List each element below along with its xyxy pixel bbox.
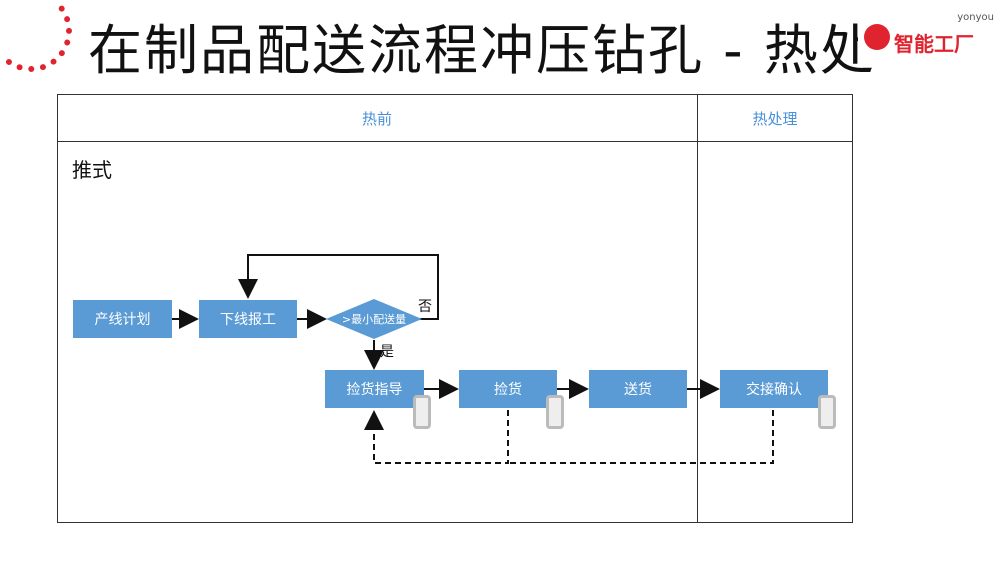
dashed-feedback-pick bbox=[364, 410, 509, 464]
decision-diamond bbox=[326, 299, 422, 339]
section-label: 推式 bbox=[72, 158, 112, 182]
swimlane-frame bbox=[57, 94, 853, 523]
mobile-device-icon bbox=[546, 395, 564, 429]
lane-header-heat: 热处理 bbox=[752, 110, 798, 128]
arrow-no-loop bbox=[238, 254, 439, 320]
label-yes: 是 bbox=[380, 344, 394, 360]
logo-name: 智能工厂 bbox=[894, 32, 974, 56]
node-pick-order: 捡货指导 bbox=[325, 370, 424, 408]
logo-brand: yonyou bbox=[957, 12, 994, 23]
dashed-feedback-confirm bbox=[508, 410, 774, 464]
node-report: 下线报工 bbox=[199, 300, 297, 338]
mobile-device-icon bbox=[413, 395, 431, 429]
decorative-dots bbox=[0, 0, 72, 72]
node-deliver: 送货 bbox=[589, 370, 687, 408]
node-pick: 捡货 bbox=[459, 370, 557, 408]
label-no: 否 bbox=[418, 299, 432, 315]
node-confirm: 交接确认 bbox=[720, 370, 828, 408]
logo: yonyou 智能工厂 bbox=[858, 8, 1000, 58]
lane-header-pre: 热前 bbox=[361, 110, 392, 128]
lane-divider bbox=[697, 94, 698, 523]
page-title: 在制品配送流程冲压钻孔 - 热处 bbox=[88, 19, 876, 82]
lane-header-divider bbox=[57, 141, 853, 142]
node-plan: 产线计划 bbox=[73, 300, 172, 338]
logo-icon bbox=[864, 24, 890, 50]
node-decision-label: >最小配送量 bbox=[341, 313, 407, 326]
mobile-device-icon bbox=[818, 395, 836, 429]
